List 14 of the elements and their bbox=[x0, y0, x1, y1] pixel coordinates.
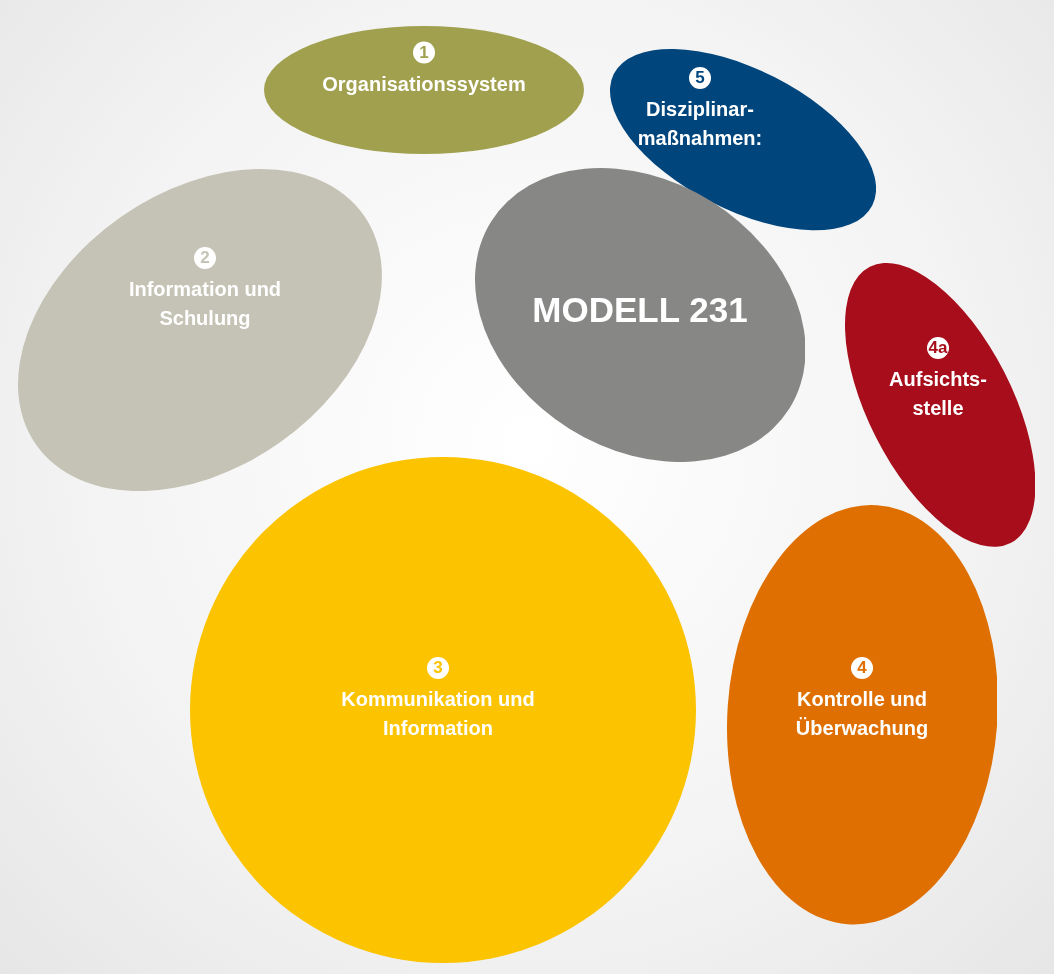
circle-shape bbox=[190, 457, 696, 963]
ellipse-shape bbox=[844, 263, 1036, 547]
ellipse-shape bbox=[264, 26, 584, 154]
topic-label: Organisationssystem bbox=[322, 71, 526, 97]
topic-label: Kommunikation und Information bbox=[340, 687, 536, 741]
ellipse-shape bbox=[609, 49, 877, 231]
topic-label: Kontrolle und Überwachung bbox=[794, 687, 930, 741]
ellipse-shape bbox=[474, 168, 806, 462]
topic-label: Information und Schulung bbox=[127, 277, 283, 331]
topic-label: Disziplinar- maßnahmen: bbox=[636, 97, 764, 151]
center-title: MODELL 231 bbox=[532, 290, 748, 330]
topic-label: Aufsichts- stelle bbox=[888, 367, 988, 421]
ellipse-shape bbox=[726, 505, 998, 925]
ellipse-shape bbox=[18, 168, 382, 492]
